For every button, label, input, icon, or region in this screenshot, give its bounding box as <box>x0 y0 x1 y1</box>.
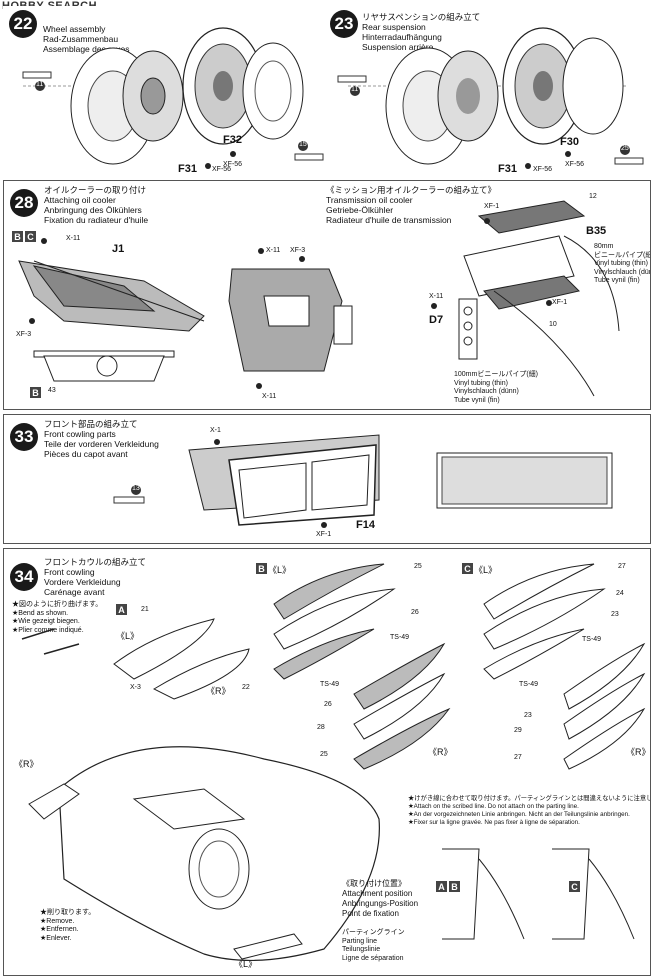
remove-note: ★削り取ります。★Remove.★Entfernen.★Enlever. <box>40 909 96 942</box>
callout-25: 25 <box>320 751 328 758</box>
part-j1: J1 <box>112 243 125 255</box>
part-f31: F31 <box>498 163 517 175</box>
callout-13: 13 <box>132 485 140 492</box>
part-f14: F14 <box>356 519 375 531</box>
label-right: 《R》 <box>206 686 231 696</box>
variant-box-b: B <box>30 387 41 398</box>
label-left: 《L》 <box>474 565 498 575</box>
callout-11: 11 <box>351 86 359 93</box>
paint-x11: X-11 <box>429 293 444 300</box>
tubing-100mm-note: 100mmビニールパイプ(細)Vinyl tubing (thin)Vinyls… <box>454 371 539 404</box>
callout-23: 23 <box>611 611 619 618</box>
rear-suspension-diagram <box>337 27 644 169</box>
paint-xf1: XF-1 <box>484 203 500 210</box>
part-b35: B35 <box>586 225 607 237</box>
paint-ts49: TS-49 <box>582 636 602 643</box>
paint-ts49: TS-49 <box>519 681 539 688</box>
paint-x1: X-1 <box>210 427 221 434</box>
callout-22: 22 <box>242 684 250 691</box>
paint-xf3: XF-3 <box>16 331 32 338</box>
variant-box-a: A <box>116 604 127 615</box>
front-cowling-diagram <box>21 563 646 962</box>
paint-xf56: XF-56 <box>565 161 585 168</box>
variant-box-b: B <box>12 231 23 242</box>
variant-box-c: C <box>569 881 580 892</box>
variant-box-a: A <box>436 881 447 892</box>
callout-26: 26 <box>411 609 419 616</box>
paint-ts49: TS-49 <box>320 681 340 688</box>
step-number: 34 <box>10 563 38 591</box>
callout-23: 23 <box>524 712 532 719</box>
callout-25: 25 <box>414 563 422 570</box>
part-f30: F30 <box>560 136 579 148</box>
variant-box-c: C <box>25 231 36 242</box>
callout-24: 24 <box>616 590 624 597</box>
oil-cooler-diagram <box>18 200 620 397</box>
subassembly-title: 《ミッション用オイルクーラーの組み立て》Transmission oil coo… <box>326 185 497 225</box>
paint-x11: X-11 <box>262 393 277 400</box>
paint-x3: X-3 <box>130 684 141 691</box>
step-number: 33 <box>10 423 38 451</box>
label-right: 《R》 <box>428 747 453 757</box>
callout-21: 21 <box>141 606 149 613</box>
variant-box-b: B <box>449 881 460 892</box>
callout-26: 26 <box>324 701 332 708</box>
paint-xf1: XF-1 <box>552 299 568 306</box>
callout-12: 12 <box>589 193 597 200</box>
paint-x11: X-11 <box>66 235 81 242</box>
step-number: 22 <box>9 10 37 38</box>
step-number: 28 <box>10 189 38 217</box>
callout-27: 27 <box>514 754 522 761</box>
callout-28: 28 <box>317 724 325 731</box>
callout-25: 25 <box>621 145 629 152</box>
label-right: 《R》 <box>14 759 39 769</box>
front-cowling-parts-diagram <box>113 434 613 528</box>
bend-note: ★図のように折り曲げます。★Bend as shown.★Wie gezeigt… <box>12 601 103 634</box>
part-f32: F32 <box>223 134 242 146</box>
callout-27: 27 <box>618 563 626 570</box>
callout-15: 15 <box>299 141 307 148</box>
callout-11: 11 <box>36 81 44 88</box>
label-left: 《L》 <box>234 959 258 969</box>
paint-xf56: XF-56 <box>223 161 243 168</box>
variant-box-c: C <box>462 563 473 574</box>
paint-xf1: XF-1 <box>316 531 332 538</box>
callout-29: 29 <box>514 727 522 734</box>
attach-note: ★けがき線に合わせて取り付けます。パーティングラインとは間違えないように注意して… <box>408 795 650 826</box>
paint-xf3: XF-3 <box>290 247 306 254</box>
step-number: 23 <box>330 10 358 38</box>
paint-ts49: TS-49 <box>390 634 410 641</box>
paint-xf56: XF-56 <box>212 166 232 173</box>
callout-43: 43 <box>48 387 56 394</box>
label-left: 《L》 <box>116 631 140 641</box>
paint-x11: X-11 <box>266 247 281 254</box>
part-f31: F31 <box>178 163 197 175</box>
label-left: 《L》 <box>268 565 292 575</box>
part-d7: D7 <box>429 314 444 326</box>
wheel-assembly-diagram <box>22 27 324 169</box>
label-right: 《R》 <box>626 747 651 757</box>
paint-xf56: XF-56 <box>533 166 553 173</box>
variant-box-b: B <box>256 563 267 574</box>
callout-10: 10 <box>549 321 557 328</box>
